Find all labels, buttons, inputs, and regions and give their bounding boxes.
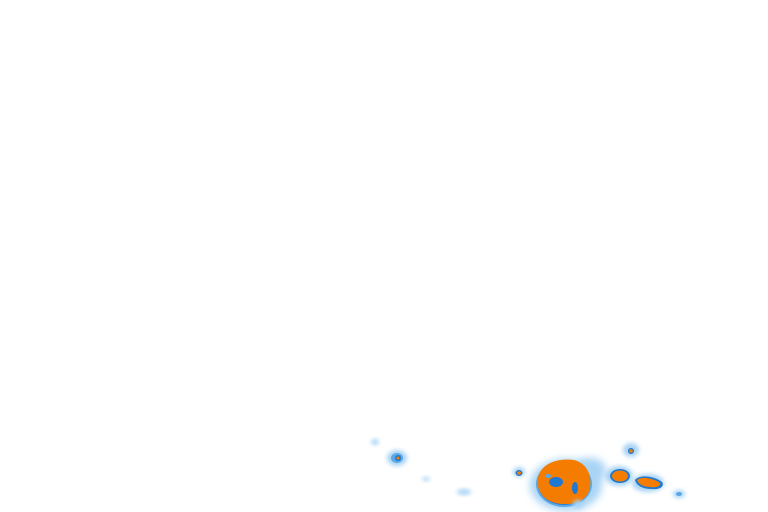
precip-cell-west [371, 439, 471, 495]
precip-cell-east [605, 443, 685, 498]
precip-cell-main [530, 458, 606, 511]
precip-cell-small [513, 467, 525, 477]
